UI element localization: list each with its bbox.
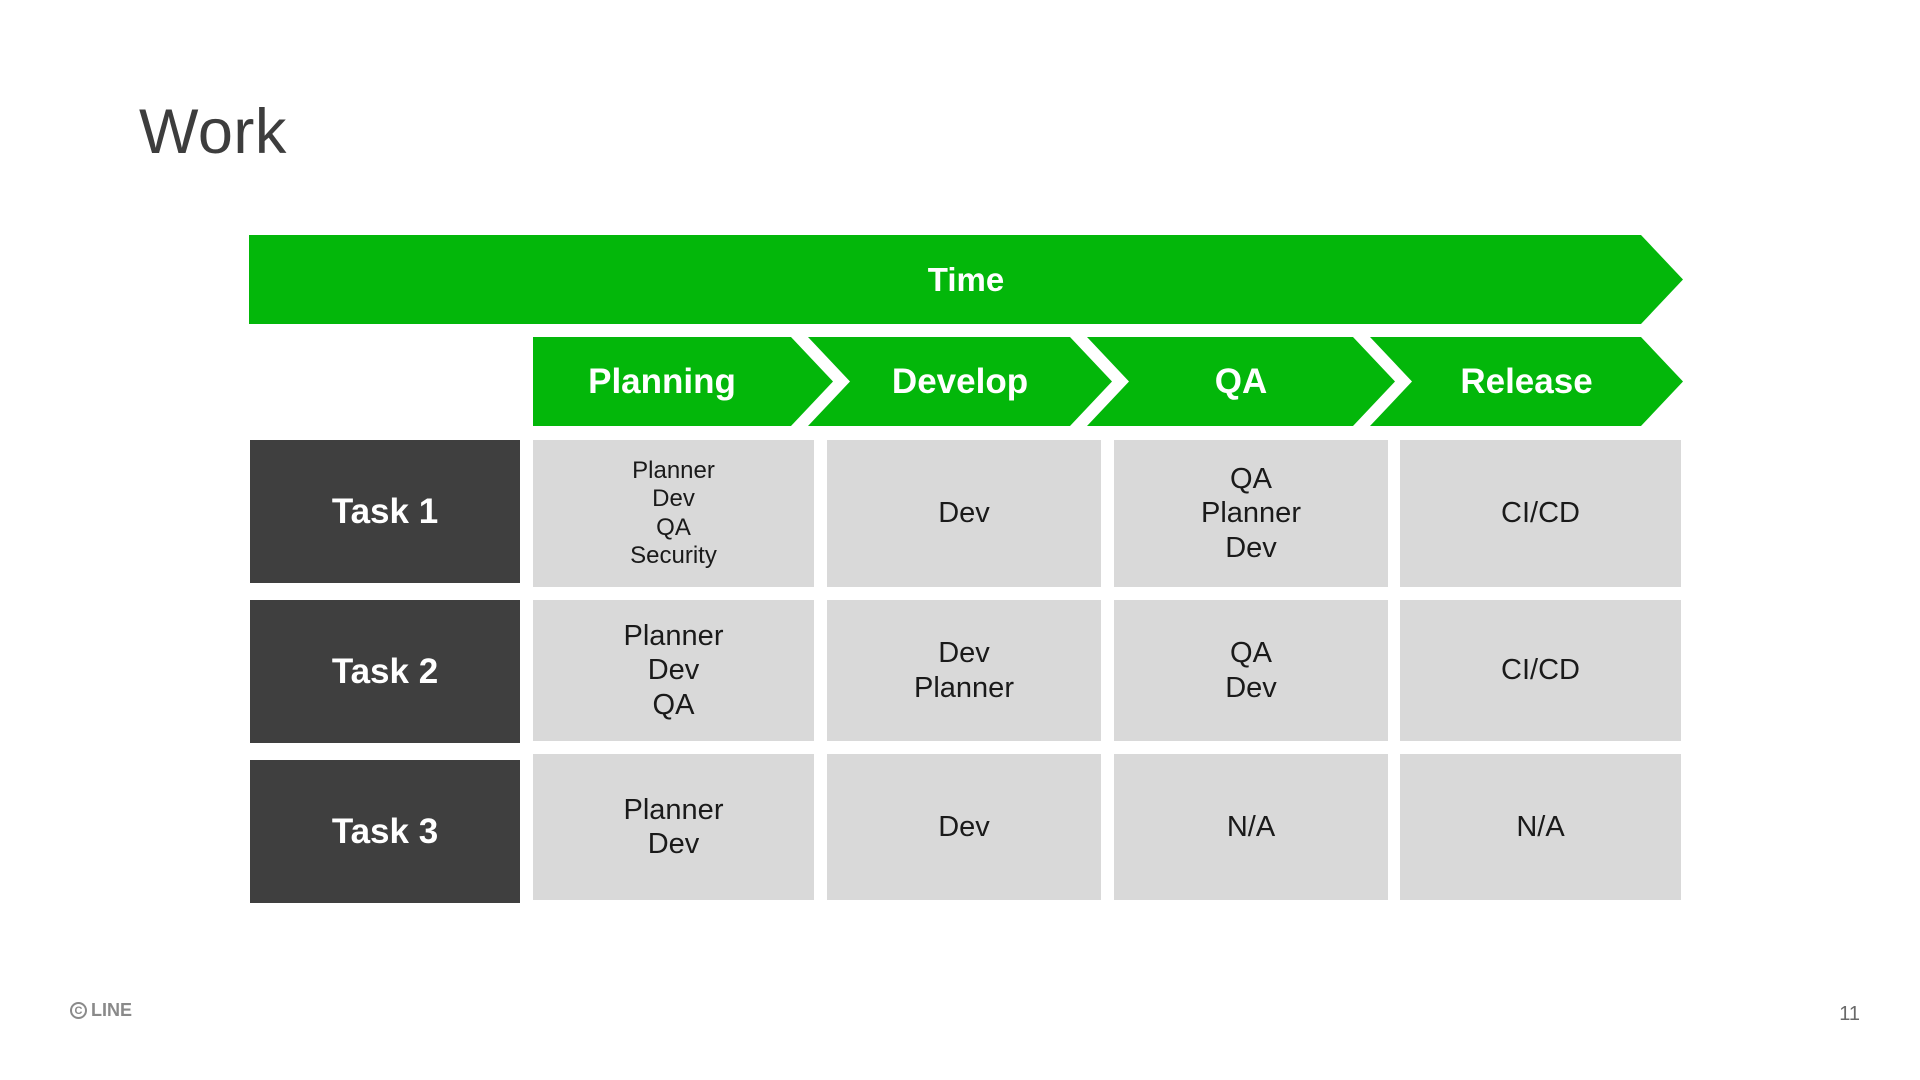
grid-cell: Dev <box>827 440 1101 587</box>
cell-role: Dev <box>647 828 700 860</box>
task-label-2: Task 2 <box>250 600 520 743</box>
cell-role: Dev <box>1225 531 1277 564</box>
grid-cell: Dev <box>827 754 1101 900</box>
cell-role: Dev <box>652 485 695 513</box>
task-label-3: Task 3 <box>250 760 520 903</box>
cell-role: Planner <box>623 620 724 653</box>
phase-label: Release <box>1460 361 1593 401</box>
phase-release: Release <box>1370 337 1683 426</box>
cell-role: QA <box>1230 637 1272 670</box>
task-label-1: Task 1 <box>250 440 520 583</box>
cell-role: QA <box>656 513 691 541</box>
slide-title: Work <box>139 97 287 167</box>
line-logo: C LINE <box>70 1000 132 1021</box>
grid-cell: CI/CD <box>1400 440 1681 587</box>
time-arrow: Time <box>249 235 1683 324</box>
cell-role: N/A <box>1226 810 1276 843</box>
grid-cell: CI/CD <box>1400 600 1681 741</box>
cell-role: Dev <box>1225 671 1277 704</box>
time-label: Time <box>927 260 1005 298</box>
cell-role: Planner <box>914 671 1014 704</box>
cell-role: Planner <box>632 456 715 484</box>
grid-cell: N/A <box>1114 754 1388 900</box>
cell-role: Planner <box>623 793 724 826</box>
cell-role: Dev <box>647 654 700 687</box>
cell-role: Dev <box>938 810 990 843</box>
phase-label: Planning <box>588 361 736 401</box>
cell-role: QA <box>652 688 695 721</box>
cell-role: CI/CD <box>1501 497 1580 530</box>
phase-planning: Planning <box>533 337 833 426</box>
cell-role: N/A <box>1516 810 1565 843</box>
cell-role: CI/CD <box>1501 654 1580 687</box>
phase-label: Develop <box>891 361 1029 401</box>
phase-develop: Develop <box>808 337 1112 426</box>
cell-role: QA <box>1230 463 1272 496</box>
logo-text: LINE <box>91 1000 133 1020</box>
phase-label: QA <box>1214 361 1268 401</box>
cell-role: Dev <box>938 637 990 670</box>
copyright-icon: C <box>70 1002 87 1019</box>
page-number: 11 <box>1839 1003 1860 1025</box>
cell-role: Dev <box>938 497 990 530</box>
phase-qa: QA <box>1087 337 1395 426</box>
cell-role: Security <box>630 541 717 569</box>
grid-cell: N/A <box>1400 754 1681 900</box>
cell-role: Planner <box>1201 497 1301 530</box>
